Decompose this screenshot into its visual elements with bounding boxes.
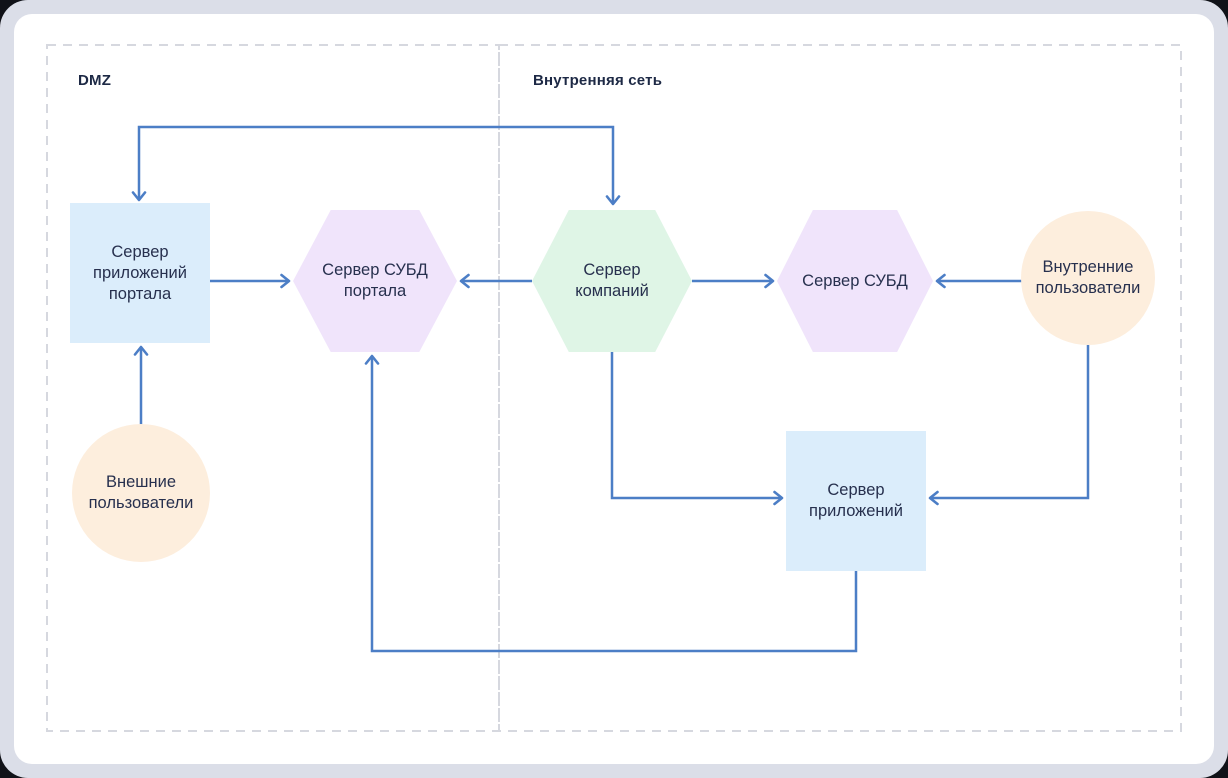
node-label: Внутренние пользователи (1035, 258, 1141, 297)
node-label: Сервер СУБД портала (322, 261, 428, 300)
node-label: Сервер СУБД (802, 271, 908, 290)
node-label: Сервер приложений портала (93, 242, 187, 303)
node-portal-db-server: Сервер СУБД портала (293, 210, 457, 352)
zone-label-internal: Внутренняя сеть (533, 72, 663, 89)
node-label: Сервер компаний (575, 261, 649, 300)
node-app-server: Сервер приложений (786, 431, 926, 571)
node-internal-users: Внутренние пользователи (1021, 211, 1155, 345)
zone-label-dmz: DMZ (78, 72, 112, 89)
node-label: Внешние пользователи (88, 473, 194, 512)
diagram-canvas (14, 14, 1214, 764)
node-db-server: Сервер СУБД (777, 210, 933, 352)
node-label: Сервер приложений (809, 481, 903, 520)
node-portal-app-server: Сервер приложений портала (70, 203, 210, 343)
node-companies-server: Сервер компаний (532, 210, 692, 352)
node-external-users: Внешние пользователи (72, 424, 210, 562)
